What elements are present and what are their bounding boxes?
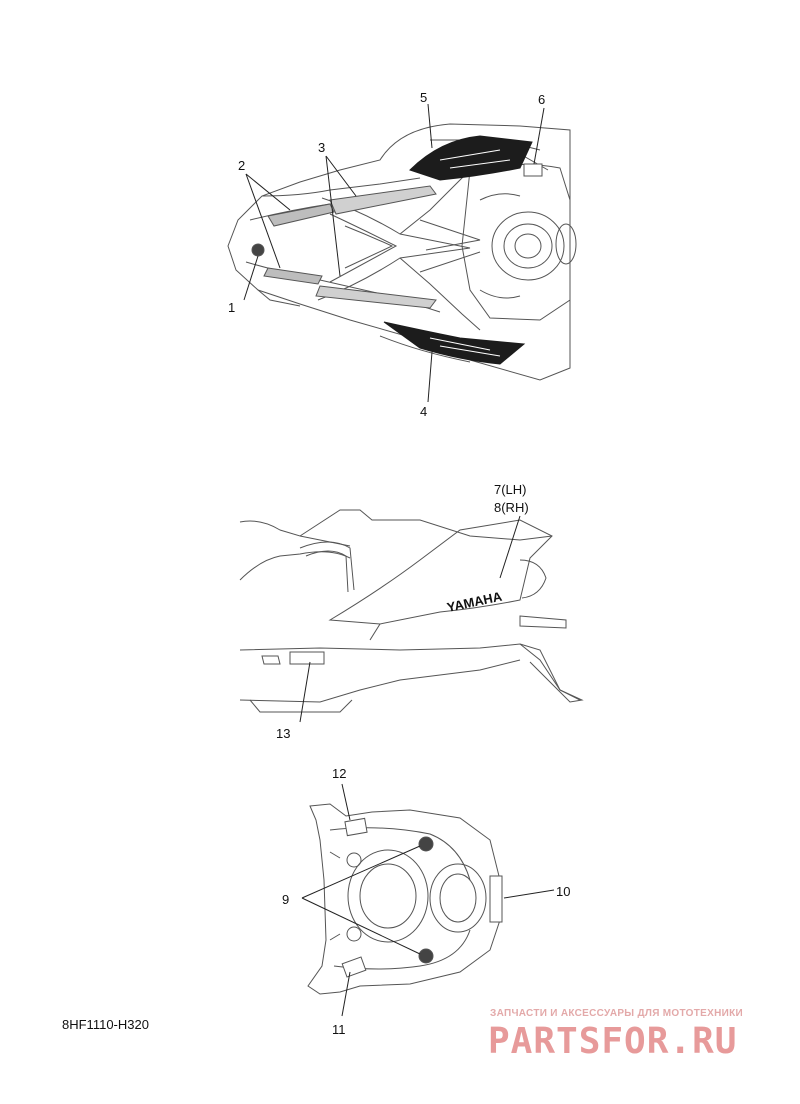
leader-lines bbox=[243, 103, 555, 1017]
decal-yamaha-text: YAMAHA bbox=[446, 589, 504, 615]
decal-11-label bbox=[341, 956, 367, 978]
callout-1: 1 bbox=[228, 300, 235, 315]
callout-11: 11 bbox=[332, 1022, 346, 1037]
callout-7: 7(LH) bbox=[494, 482, 527, 497]
part-code: 8HF1110-H320 bbox=[62, 1017, 149, 1032]
callout-6: 6 bbox=[538, 92, 545, 107]
decal-12-label bbox=[344, 817, 368, 837]
decal-3-lower bbox=[315, 285, 437, 309]
decal-2-lower bbox=[263, 267, 323, 285]
callout-3: 3 bbox=[318, 140, 325, 155]
callout-13: 13 bbox=[276, 726, 290, 741]
callout-12: 12 bbox=[332, 766, 346, 781]
callout-5: 5 bbox=[420, 90, 427, 105]
decal-3-upper bbox=[329, 185, 437, 215]
decal-1-emblem bbox=[251, 243, 265, 257]
callout-10: 10 bbox=[556, 884, 570, 899]
callout-8: 8(RH) bbox=[494, 500, 529, 515]
decal-5-graphic bbox=[409, 135, 533, 181]
front-deck-top-view bbox=[227, 123, 577, 381]
decal-9-emblem-lower bbox=[418, 948, 434, 964]
decal-13-label bbox=[289, 651, 325, 665]
callout-9: 9 bbox=[282, 892, 289, 907]
rear-deck-top-view bbox=[307, 803, 501, 995]
callout-2: 2 bbox=[238, 158, 245, 173]
watermark-logo: PARTSFOR.RU bbox=[488, 1021, 738, 1062]
decal-9-emblem-upper bbox=[418, 836, 434, 852]
watermark-caption: ЗАПЧАСТИ И АКСЕССУАРЫ ДЛЯ МОТОТЕХНИКИ bbox=[490, 1008, 743, 1019]
rear-hull-side-view bbox=[239, 509, 584, 713]
decal-2-upper bbox=[267, 203, 335, 227]
decal-10-label bbox=[489, 875, 503, 923]
decal-6-label bbox=[523, 163, 543, 177]
callout-4: 4 bbox=[420, 404, 427, 419]
